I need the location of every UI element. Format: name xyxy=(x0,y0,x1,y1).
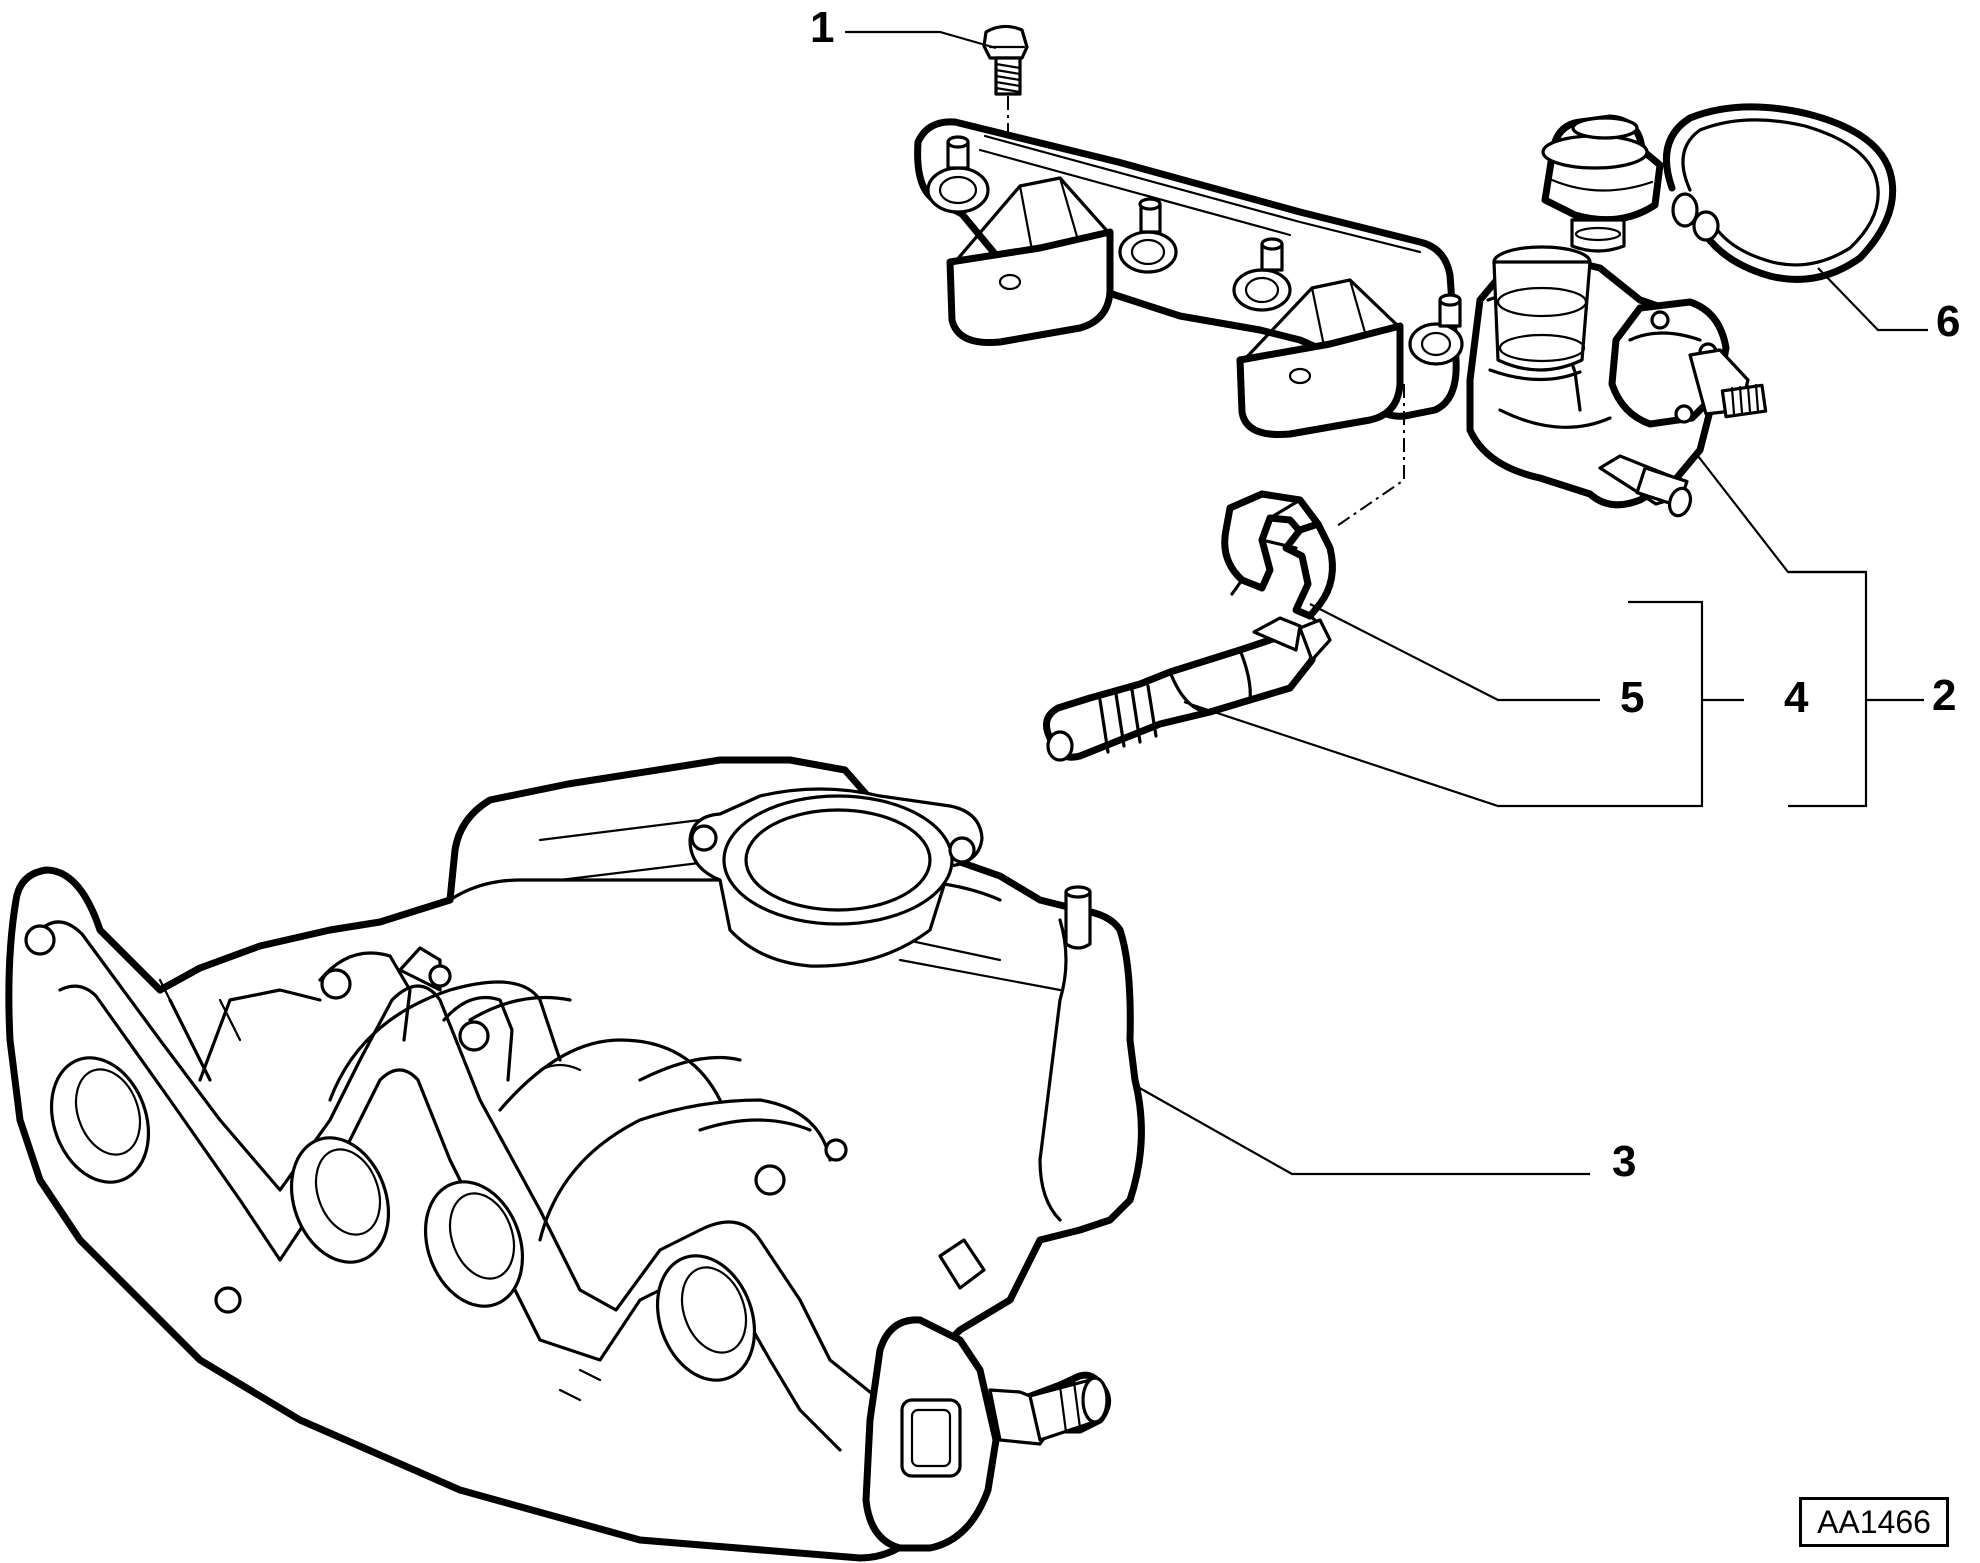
reference-code-box: AA1466 xyxy=(1799,1497,1949,1547)
callout-1: 1 xyxy=(810,3,835,52)
callout-4: 4 xyxy=(1784,673,1809,722)
callout-5: 5 xyxy=(1620,673,1645,722)
callout-2: 2 xyxy=(1932,671,1957,720)
fuel-rail-assembly xyxy=(914,103,1897,529)
callout-3: 3 xyxy=(1612,1137,1637,1186)
callout-6: 6 xyxy=(1936,297,1961,346)
intake-manifold-part xyxy=(5,756,1145,1562)
reference-code: AA1466 xyxy=(1817,1503,1931,1540)
bolt-part xyxy=(982,24,1029,290)
clip-part xyxy=(1221,490,1336,628)
injector-part xyxy=(1042,616,1332,762)
leader-lines xyxy=(845,30,1928,1176)
